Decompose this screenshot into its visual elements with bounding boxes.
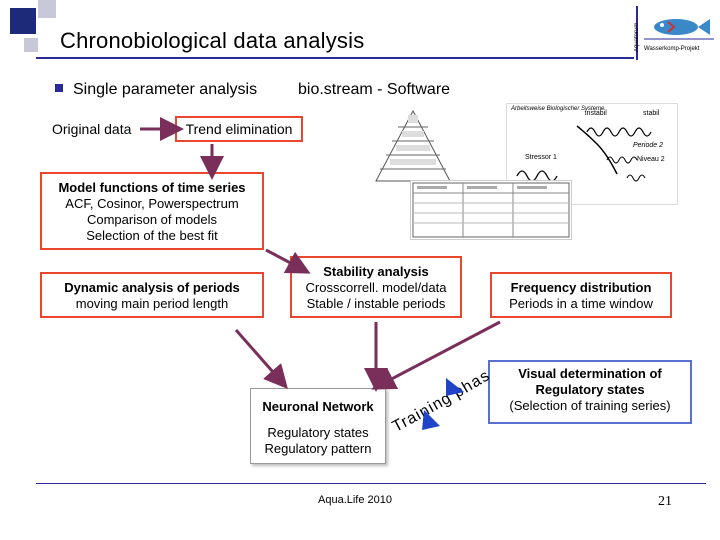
original-data-label: Original data <box>52 121 132 137</box>
triangle-marker-icon <box>422 410 440 430</box>
model-functions-line-3: Selection of the best fit <box>86 228 218 243</box>
frequency-distribution-box: Frequency distribution Periods in a time… <box>490 272 672 318</box>
trend-elimination-box: Trend elimination <box>175 116 303 142</box>
visual-determination-box: Visual determination of Regulatory state… <box>488 360 692 424</box>
decor-square-1 <box>10 8 36 34</box>
waveform-label-instabil: instabil <box>585 110 607 117</box>
footer-rule <box>36 483 706 484</box>
training-phase-label: Training phase <box>388 370 493 436</box>
model-functions-line-1: ACF, Cosinor, Powerspectrum <box>65 196 239 211</box>
dynamic-analysis-line: moving main period length <box>75 296 229 311</box>
visual-determination-title-1: Visual determination of <box>518 366 662 381</box>
decor-square-3 <box>24 38 38 52</box>
waveform-heading: Arbeitsweise Biologischer Systeme <box>511 106 605 112</box>
frequency-distribution-line: Periods in a time window <box>509 296 653 311</box>
waveform-label-stabil: stabil <box>643 110 660 117</box>
page-title: Chronobiological data analysis <box>60 28 365 53</box>
footer-center-text: Aqua.Life 2010 <box>318 494 393 506</box>
dynamic-analysis-box: Dynamic analysis of periods moving main … <box>40 272 264 318</box>
neuronal-network-box: Neuronal Network Regulatory states Regul… <box>250 388 386 464</box>
bullet-single-parameter: Single parameter analysis <box>73 81 258 98</box>
waveform-label-niveau: Niveau 2 <box>637 156 665 163</box>
table-icon <box>412 182 570 238</box>
svg-text:Training phase: Training phase <box>388 370 493 436</box>
stability-analysis-line-1: Crosscorrell. model/data <box>305 280 447 295</box>
model-functions-title: Model functions of time series <box>58 180 246 195</box>
logo: Aquaforum Wasserkomp-Projekt <box>634 6 716 60</box>
pyramid-thumbnail <box>368 107 458 185</box>
fish-icon <box>644 19 714 40</box>
decor-square-2 <box>38 0 56 18</box>
stability-analysis-box: Stability analysis Crosscorrell. model/d… <box>290 256 462 318</box>
stability-analysis-title: Stability analysis <box>323 264 429 279</box>
pyramid-diagram-icon <box>375 109 451 182</box>
visual-determination-line: (Selection of training series) <box>509 398 671 413</box>
neuronal-network-line-1: Regulatory states <box>267 425 369 440</box>
logo-text: Aquaforum <box>634 22 640 52</box>
bullet-software: bio.stream - Software <box>298 81 451 98</box>
arrow-dynamic-to-network <box>234 329 288 390</box>
bullet-icon <box>55 84 63 92</box>
model-functions-line-2: Comparison of models <box>86 212 218 227</box>
neuronal-network-title: Neuronal Network <box>262 399 374 414</box>
dynamic-analysis-title: Dynamic analysis of periods <box>64 280 240 295</box>
visual-determination-title-2: Regulatory states <box>535 382 645 397</box>
frequency-distribution-title: Frequency distribution <box>510 280 652 295</box>
logo-caption: Wasserkomp-Projekt <box>644 46 700 52</box>
training-phase-text: Training phase <box>388 370 492 436</box>
table-thumbnail <box>410 180 572 240</box>
stability-analysis-line-2: Stable / instable periods <box>306 296 446 311</box>
trend-elimination-label: Trend elimination <box>185 121 293 137</box>
model-functions-box: Model functions of time series ACF, Cosi… <box>40 172 264 250</box>
waveform-label-periode: Periode 2 <box>633 142 663 149</box>
neuronal-network-line-2: Regulatory pattern <box>264 441 372 456</box>
waveform-label-stressor: Stressor 1 <box>525 154 557 161</box>
page-number: 21 <box>658 494 672 509</box>
title-underline <box>36 57 634 59</box>
